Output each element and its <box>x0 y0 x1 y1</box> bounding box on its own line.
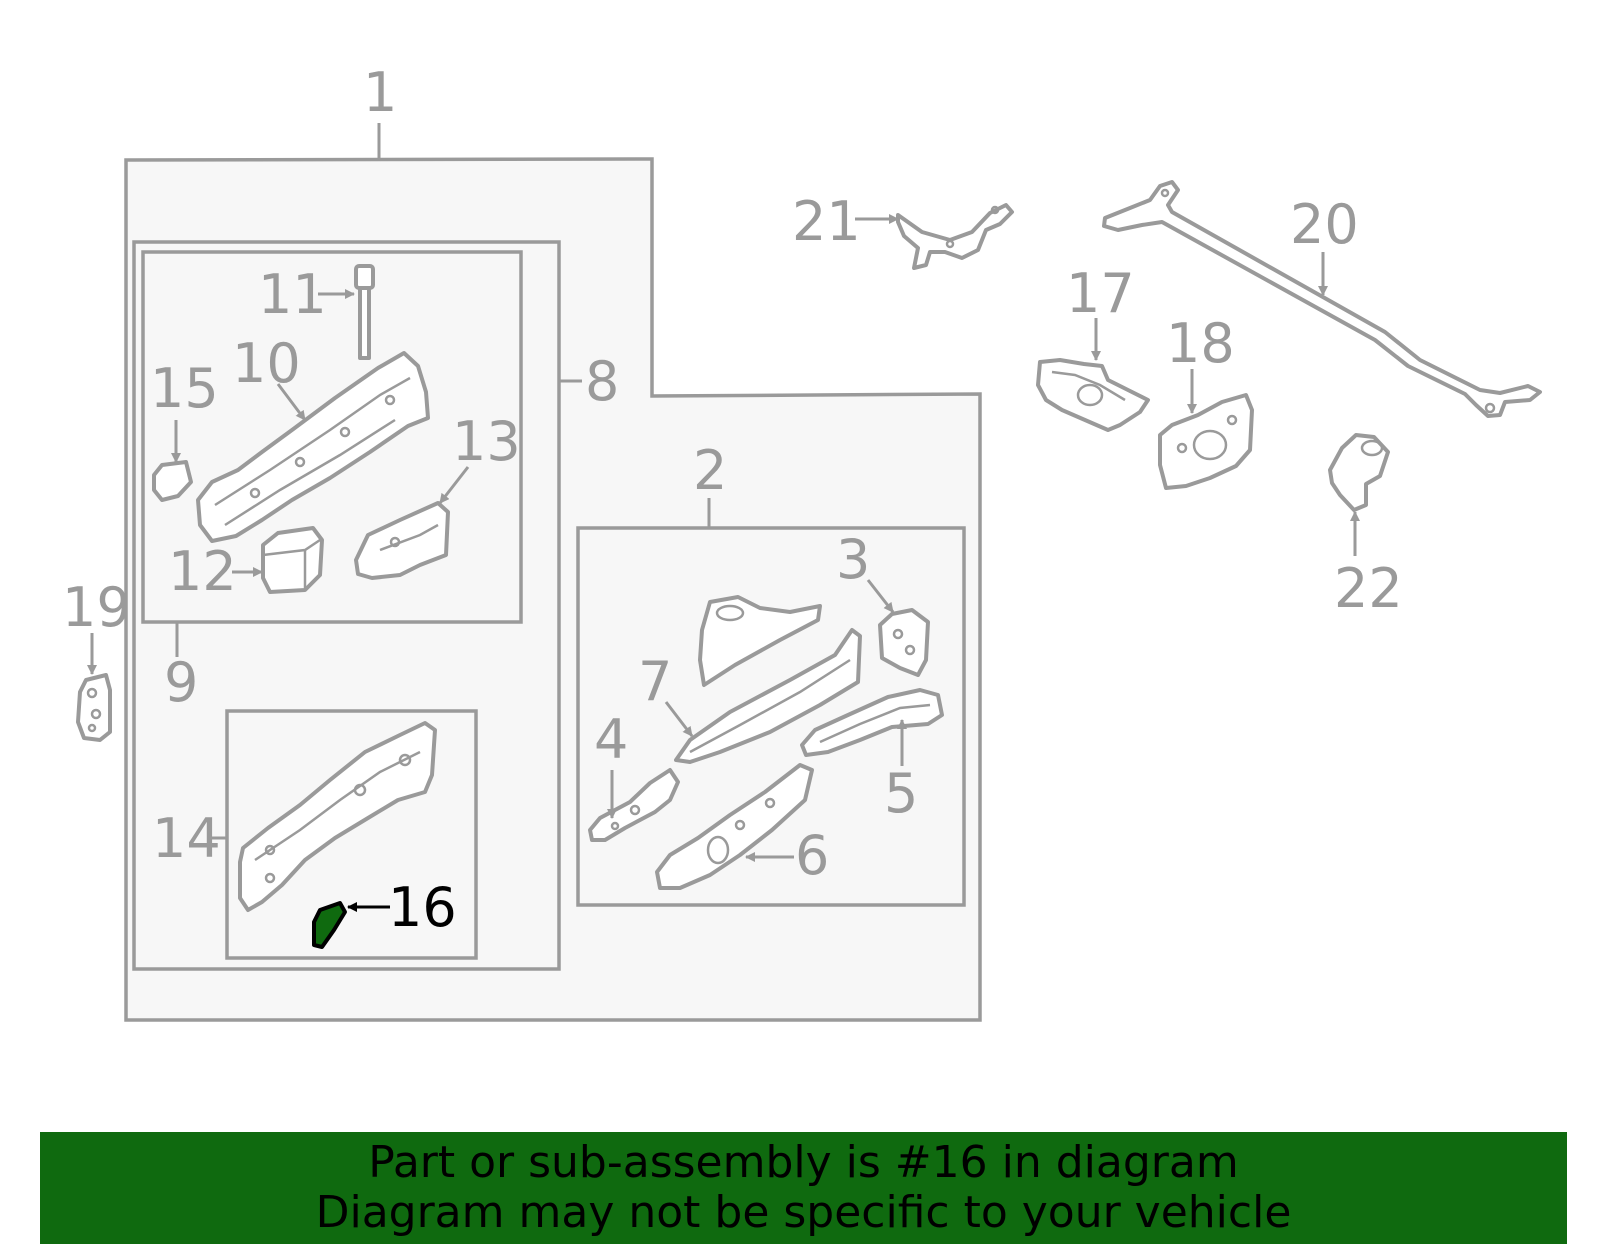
callout-16: 16 <box>388 876 457 939</box>
part-11-bolt <box>354 264 375 360</box>
callout-1: 1 <box>363 61 397 124</box>
part-22-bracket <box>1328 433 1390 512</box>
part-5-reinforcement <box>800 688 944 757</box>
callout-2: 2 <box>693 439 727 502</box>
part-16-highlighted <box>312 901 347 949</box>
callout-20: 20 <box>1290 193 1359 256</box>
callout-9: 9 <box>164 651 198 714</box>
part-3-bracket <box>878 608 930 677</box>
callout-17: 17 <box>1066 262 1135 325</box>
callout-12: 12 <box>168 540 237 603</box>
part-14-rail <box>238 721 437 912</box>
part-17-bracket <box>1036 358 1150 432</box>
callout-7: 7 <box>638 650 672 713</box>
callout-22: 22 <box>1334 557 1403 620</box>
callout-21: 21 <box>792 190 861 253</box>
part-4-bracket <box>588 768 680 842</box>
part-18-bracket <box>1158 393 1254 490</box>
callout-5: 5 <box>884 762 918 825</box>
part-21-bracket <box>896 203 1014 270</box>
callout-14: 14 <box>152 807 221 870</box>
info-banner: Part or sub-assembly is #16 in diagram D… <box>40 1132 1567 1244</box>
callout-6: 6 <box>795 824 829 887</box>
callout-10: 10 <box>232 332 301 395</box>
callout-4: 4 <box>594 708 628 771</box>
callout-8: 8 <box>585 350 619 413</box>
parts-diagram: 1 2 3 4 5 6 7 8 9 10 11 12 13 14 15 16 1… <box>62 61 1542 1022</box>
part-12-block <box>261 526 324 594</box>
part-7-member <box>674 595 862 764</box>
banner-line-2: Diagram may not be specific to your vehi… <box>315 1187 1292 1238</box>
part-15-bracket <box>152 460 193 502</box>
callout-13: 13 <box>452 410 521 473</box>
banner-line-1: Part or sub-assembly is #16 in diagram <box>368 1137 1239 1188</box>
part-10-side-member <box>196 351 430 543</box>
callout-15: 15 <box>150 357 219 420</box>
callout-3: 3 <box>836 528 870 591</box>
part-20-strut-bar <box>1102 180 1542 418</box>
part-6-rail <box>655 763 814 890</box>
callout-18: 18 <box>1166 312 1235 375</box>
part-19-plate <box>76 673 112 742</box>
part-13-bracket <box>354 501 450 580</box>
callout-19: 19 <box>62 576 131 639</box>
callout-11: 11 <box>258 263 327 326</box>
